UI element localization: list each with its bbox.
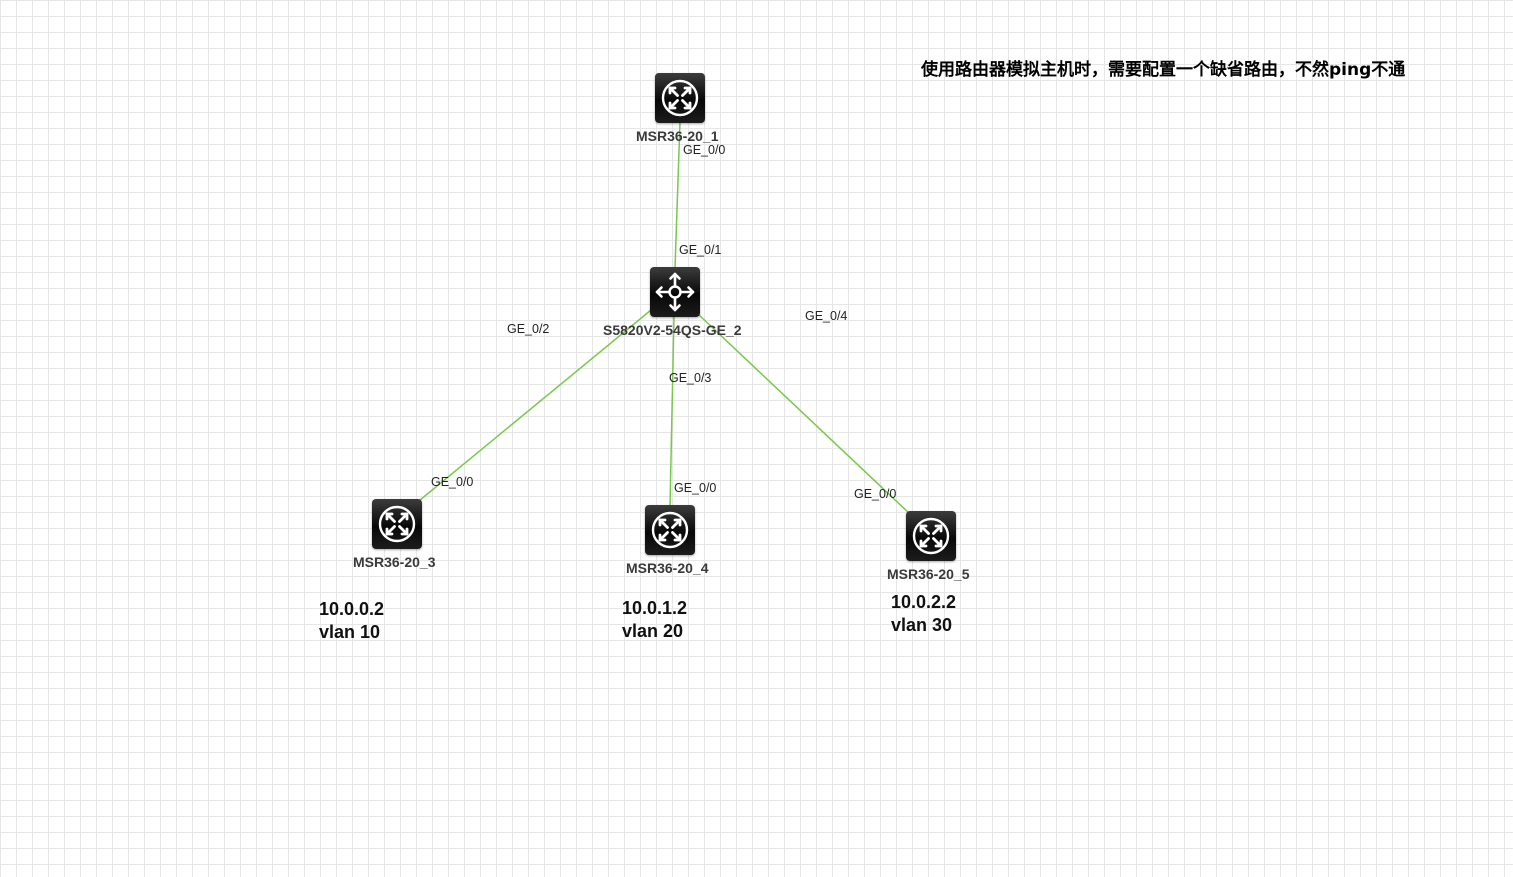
- router-icon: [661, 79, 699, 117]
- port-label-sw-ge02: GE_0/2: [507, 322, 550, 336]
- port-label-sw-ge01: GE_0/1: [679, 243, 722, 257]
- switch-s5820v2[interactable]: [650, 267, 700, 317]
- device-label-msr36-20-3: MSR36-20_3: [353, 554, 436, 570]
- port-label-r5-ge00: GE_0/0: [854, 487, 897, 501]
- note-text: 使用路由器模拟主机时，需要配置一个缺省路由，不然ping不通: [921, 60, 1406, 80]
- host-info-r5: 10.0.2.2 vlan 30: [891, 591, 956, 637]
- host-info-r3: 10.0.0.2 vlan 10: [319, 598, 384, 644]
- router-icon: [912, 517, 950, 555]
- host-ip-r5: 10.0.2.2: [891, 592, 957, 612]
- router-msr36-20-1[interactable]: [655, 73, 705, 123]
- port-label-r3-ge00: GE_0/0: [431, 475, 474, 489]
- link-sw-r5[interactable]: [697, 313, 912, 516]
- device-label-msr36-20-4: MSR36-20_4: [626, 560, 709, 576]
- host-ip-r4: 10.0.1.2: [622, 598, 688, 618]
- device-label-msr36-20-5: MSR36-20_5: [887, 566, 970, 582]
- link-r1-sw[interactable]: [674, 121, 681, 269]
- host-vlan-r4: vlan 20: [622, 621, 684, 641]
- router-msr36-20-3[interactable]: [372, 499, 422, 549]
- port-label-sw-ge04: GE_0/4: [805, 309, 848, 323]
- port-label-r4-ge00: GE_0/0: [674, 481, 717, 495]
- host-vlan-r3: vlan 10: [319, 622, 381, 642]
- router-icon: [378, 505, 416, 543]
- link-sw-r4[interactable]: [669, 315, 675, 507]
- device-label-msr36-20-1: MSR36-20_1: [636, 128, 719, 144]
- host-vlan-r5: vlan 30: [891, 615, 953, 635]
- device-label-switch: S5820V2-54QS-GE_2: [603, 322, 742, 338]
- port-label-sw-ge03: GE_0/3: [669, 371, 712, 385]
- port-label-r1-ge00: GE_0/0: [683, 143, 726, 157]
- link-sw-r3[interactable]: [413, 309, 652, 506]
- host-info-r4: 10.0.1.2 vlan 20: [622, 597, 687, 643]
- router-msr36-20-4[interactable]: [645, 505, 695, 555]
- router-icon: [651, 511, 689, 549]
- switch-icon: [655, 272, 695, 312]
- router-msr36-20-5[interactable]: [906, 511, 956, 561]
- host-ip-r3: 10.0.0.2: [319, 599, 385, 619]
